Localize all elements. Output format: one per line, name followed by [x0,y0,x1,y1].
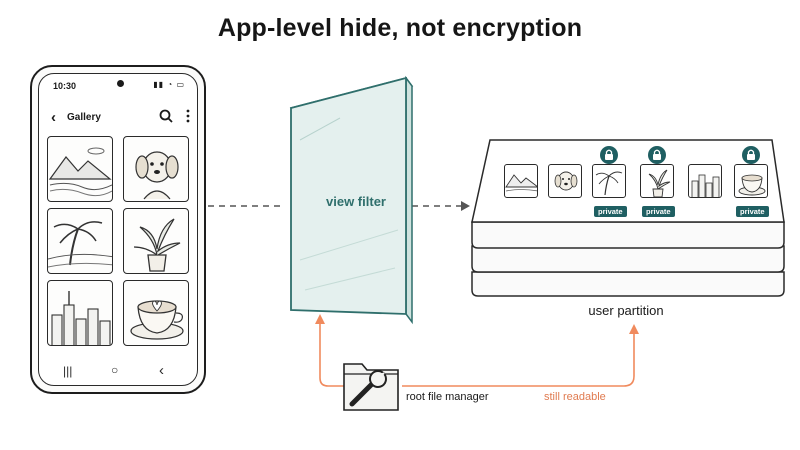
nav-back-button[interactable]: ‹ [159,362,164,379]
nav-recents-button[interactable]: ||| [63,364,73,378]
still-readable-label: still readable [544,391,606,403]
photo-thumb-mountain[interactable] [47,136,113,202]
arrowhead-partition-up [629,324,639,334]
mountain-landscape-icon [48,147,112,197]
back-icon[interactable]: ‹ [51,109,56,126]
potted-plant-icon [133,218,181,272]
lock-icon [742,146,760,164]
diagram-title: App-level hide, not encryption [217,14,583,42]
city-skyline-icon [51,291,111,345]
partition-photo-plant [640,164,674,198]
private-tag: private [594,206,627,217]
view-filter-label: view filter [326,194,386,209]
private-tag: private [736,206,769,217]
private-tag: private [642,206,675,217]
lock-icon [600,146,618,164]
photo-thumb-palm[interactable] [47,208,113,274]
root-file-manager-label: root file manager [406,391,489,403]
photo-thumb-latte[interactable] [123,280,189,346]
status-icons: ▮▮ ◔ ▭ [153,80,185,89]
city-skyline-icon [691,174,720,197]
photo-thumb-city[interactable] [47,280,113,346]
nav-home-button[interactable]: ○ [111,363,119,377]
camera-hole [117,80,124,87]
search-icon[interactable] [159,109,173,123]
gallery-title: Gallery [67,112,101,123]
dog-portrait-icon [554,171,578,191]
view-filter-panel [289,75,414,325]
arrowhead-partition [461,201,470,211]
more-icon[interactable] [185,109,191,123]
partition-photo-palm [592,164,626,198]
partition-photo-dog [548,164,582,198]
phone-screen: 10:30 ▮▮ ◔ ▭ ‹ Gallery [38,73,198,386]
partition-photo-mountain [504,164,538,198]
partition-photo-city [688,164,722,198]
orange-path-to-partition [402,332,635,387]
partition-photo-latte [734,164,768,198]
photo-thumb-dog[interactable] [123,136,189,202]
folder-wrench-icon [343,363,399,411]
latte-cup-icon [130,300,184,340]
lock-icon [648,146,666,164]
user-partition-label: user partition [588,303,664,318]
potted-plant-icon [648,169,671,197]
palm-beach-icon [595,171,623,196]
partition-stack [471,139,785,297]
orange-path-to-filter [319,322,350,387]
arrowhead-filter [315,314,325,324]
dog-portrait-icon [135,151,179,200]
latte-cup-icon [738,174,766,196]
mountain-landscape-icon [505,174,537,192]
photo-thumb-plant[interactable] [123,208,189,274]
status-time: 10:30 [53,81,77,91]
phone-frame: 10:30 ▮▮ ◔ ▭ ‹ Gallery [30,65,206,394]
palm-beach-icon [48,221,112,268]
